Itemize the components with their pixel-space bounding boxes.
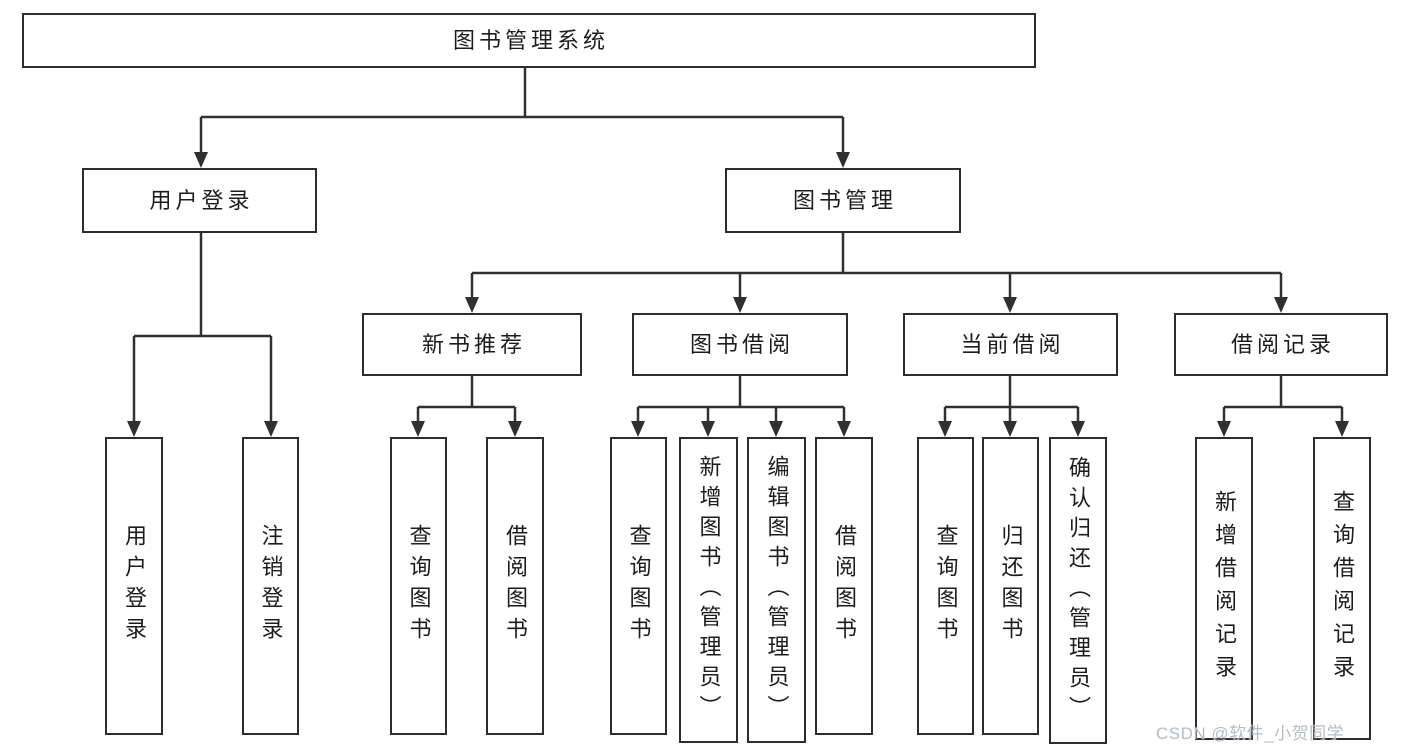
leaf-logout-label: 注销登录 xyxy=(258,524,284,648)
leaf-edit-books-admin: 编辑图书（管理员） xyxy=(747,437,806,743)
node-root-label: 图书管理系统 xyxy=(452,27,609,53)
leaf-query-books-current-label: 查询图书 xyxy=(933,524,959,648)
leaf-confirm-return-admin: 确认归还（管理员） xyxy=(1049,437,1107,744)
leaf-edit-books-admin-label: 编辑图书（管理员） xyxy=(764,455,790,725)
leaf-return-books-label: 归还图书 xyxy=(998,524,1024,648)
leaf-borrow-books: 借阅图书 xyxy=(815,437,873,735)
leaf-borrow-books-recommend-label: 借阅图书 xyxy=(503,524,528,648)
node-book-management: 图书管理 xyxy=(725,168,961,233)
node-borrow-records-label: 借阅记录 xyxy=(1230,331,1335,357)
leaf-query-books-borrow: 查询图书 xyxy=(610,437,667,735)
leaf-logout: 注销登录 xyxy=(242,437,299,735)
leaf-borrow-books-recommend: 借阅图书 xyxy=(486,437,544,735)
leaf-query-books-borrow-label: 查询图书 xyxy=(626,524,652,648)
node-book-borrow-label: 图书借阅 xyxy=(689,331,794,357)
node-current-borrow-label: 当前借阅 xyxy=(960,331,1065,357)
leaf-borrow-books-label: 借阅图书 xyxy=(832,524,857,648)
leaf-return-books: 归还图书 xyxy=(982,437,1039,735)
leaf-add-borrow-record-label: 新增借阅记录 xyxy=(1212,489,1237,688)
leaf-add-books-admin: 新增图书（管理员） xyxy=(679,437,738,743)
leaf-add-borrow-record: 新增借阅记录 xyxy=(1195,437,1253,740)
leaf-query-books-recommend-label: 查询图书 xyxy=(406,524,432,648)
leaf-query-books-current: 查询图书 xyxy=(917,437,974,735)
node-root: 图书管理系统 xyxy=(22,13,1036,68)
leaf-confirm-return-admin-label: 确认归还（管理员） xyxy=(1066,455,1091,726)
leaf-user-login: 用户登录 xyxy=(105,437,163,735)
node-borrow-records: 借阅记录 xyxy=(1174,313,1388,376)
node-new-book-recommend: 新书推荐 xyxy=(362,313,582,376)
node-new-book-recommend-label: 新书推荐 xyxy=(421,331,526,357)
watermark: CSDN @软件_小贺同学 xyxy=(1156,724,1345,743)
leaf-query-borrow-record: 查询借阅记录 xyxy=(1313,437,1371,740)
leaf-user-login-label: 用户登录 xyxy=(122,524,147,648)
leaf-query-borrow-record-label: 查询借阅记录 xyxy=(1330,489,1355,688)
node-user-login: 用户登录 xyxy=(82,168,317,233)
leaf-query-books-recommend: 查询图书 xyxy=(390,437,447,735)
node-book-borrow: 图书借阅 xyxy=(632,313,848,376)
node-current-borrow: 当前借阅 xyxy=(903,313,1118,376)
leaf-add-books-admin-label: 新增图书（管理员） xyxy=(696,455,722,725)
node-user-login-label: 用户登录 xyxy=(149,187,254,213)
node-book-management-label: 图书管理 xyxy=(792,187,897,213)
